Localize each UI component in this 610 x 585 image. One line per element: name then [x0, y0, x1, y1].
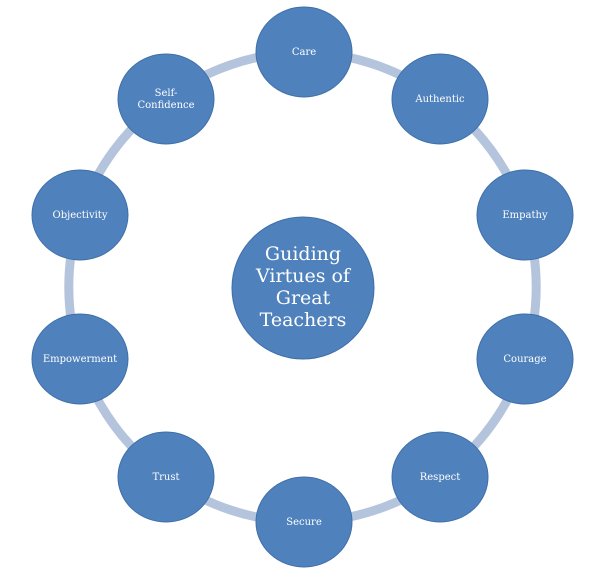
node-trust-label-line: Trust [152, 472, 179, 483]
node-empowerment: Empowerment [31, 313, 129, 405]
node-authentic-label-line: Authentic [414, 94, 465, 105]
node-courage: Courage [476, 313, 574, 405]
node-secure-label-line: Secure [286, 517, 322, 528]
center-circle [231, 216, 375, 360]
node-self-confidence-label-line: Self- [155, 88, 178, 99]
node-trust-circle [117, 431, 215, 523]
node-objectivity: Objectivity [31, 169, 129, 261]
node-respect-label-line: Respect [420, 472, 461, 483]
node-empathy: Empathy [476, 169, 574, 261]
node-respect-circle [391, 431, 489, 523]
node-objectivity-label: Objectivity [53, 210, 108, 221]
node-authentic-label: Authentic [414, 94, 465, 105]
node-care-circle [255, 6, 353, 98]
node-empowerment-label: Empowerment [43, 354, 117, 365]
node-empathy-label: Empathy [502, 210, 548, 221]
node-self-confidence-label-line: Confidence [137, 100, 194, 111]
node-care-label-line: Care [292, 47, 316, 58]
node-respect-label: Respect [420, 472, 461, 483]
node-objectivity-label-line: Objectivity [53, 210, 108, 221]
node-authentic: Authentic [391, 53, 489, 145]
node-trust-label: Trust [152, 472, 179, 483]
node-authentic-circle [391, 53, 489, 145]
center-title-label-line: Guiding [265, 243, 341, 265]
node-objectivity-circle [31, 169, 129, 261]
center-title-label-line: Teachers [260, 309, 347, 331]
node-self-confidence: Self-Confidence [117, 53, 215, 145]
node-empowerment-label-line: Empowerment [43, 354, 117, 365]
node-courage-label-line: Courage [503, 354, 546, 365]
node-courage-label: Courage [503, 354, 546, 365]
node-care-label: Care [292, 47, 316, 58]
node-self-confidence-label: Self-Confidence [137, 88, 194, 111]
node-courage-circle [476, 313, 574, 405]
center-title-label-line: Great [276, 287, 331, 309]
node-empathy-circle [476, 169, 574, 261]
virtue-nodes: CareAuthenticEmpathyCourageRespectSecure… [31, 6, 574, 568]
node-respect: Respect [391, 431, 489, 523]
node-empowerment-circle [31, 313, 129, 405]
center-title-label-line: Virtues of [255, 265, 352, 287]
node-self-confidence-circle [117, 53, 215, 145]
node-empathy-label-line: Empathy [502, 210, 548, 221]
node-secure-label: Secure [286, 517, 322, 528]
node-care: Care [255, 6, 353, 98]
node-trust: Trust [117, 431, 215, 523]
node-secure-circle [255, 476, 353, 568]
node-secure: Secure [255, 476, 353, 568]
